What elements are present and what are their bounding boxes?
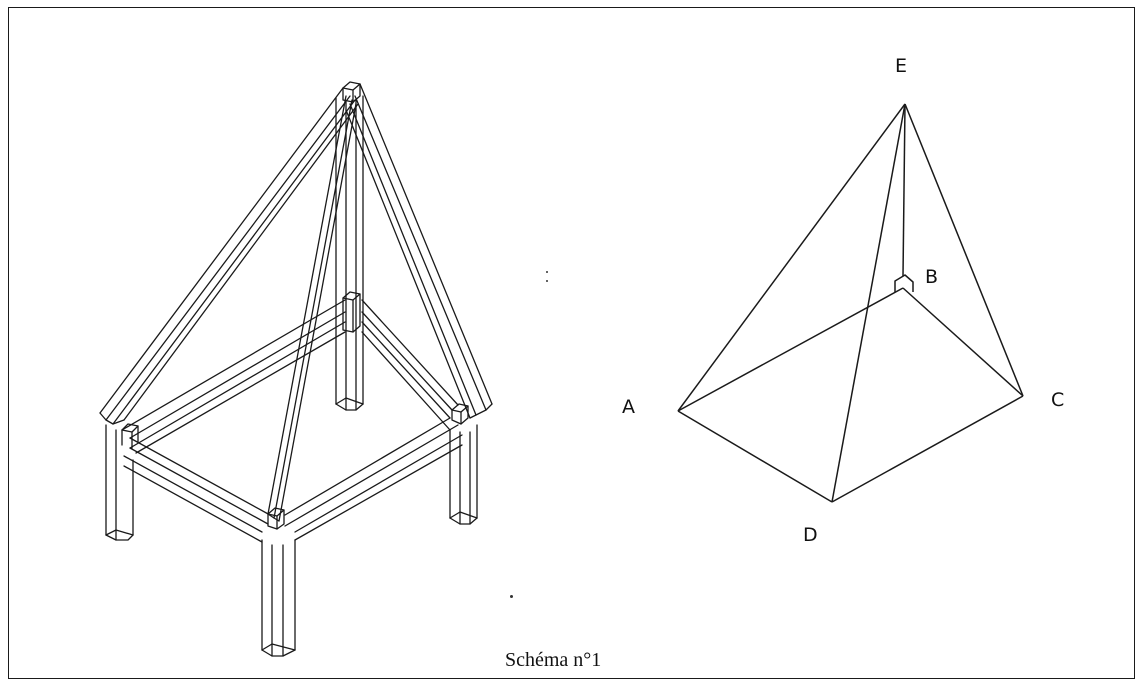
vertex-label-d: D [803,524,818,546]
front-post [261,507,296,657]
right-post [449,403,478,525]
vertex-label-b: B [925,266,939,288]
edge-dc [831,395,1024,503]
vertex-label-a: A [622,396,635,418]
edge-ab [677,287,904,412]
left-post [105,423,139,541]
edge-bc [902,287,1024,397]
left-rafter [99,87,359,425]
timber-structure-drawing [99,81,493,657]
right-angle-marker [894,274,914,292]
front-left-beam [123,437,271,543]
scan-speck [546,271,548,273]
back-right-beam [361,299,459,431]
edge-eb [902,103,906,277]
back-post-block [342,291,361,333]
edge-ea [677,103,906,412]
figure-frame [8,7,1135,679]
vertex-label-e: E [895,55,908,77]
back-left-beam [121,299,346,454]
figure-caption: Schéma n°1 [505,649,602,671]
edge-ad [677,410,833,503]
edge-ed [831,103,906,503]
scan-speck [510,595,513,598]
front-right-beam [284,417,463,541]
pyramid-drawing [677,103,1024,503]
right-rafter [345,83,493,419]
edge-ec [904,103,1024,397]
vertex-label-c: C [1051,389,1065,411]
scan-speck [546,280,548,282]
